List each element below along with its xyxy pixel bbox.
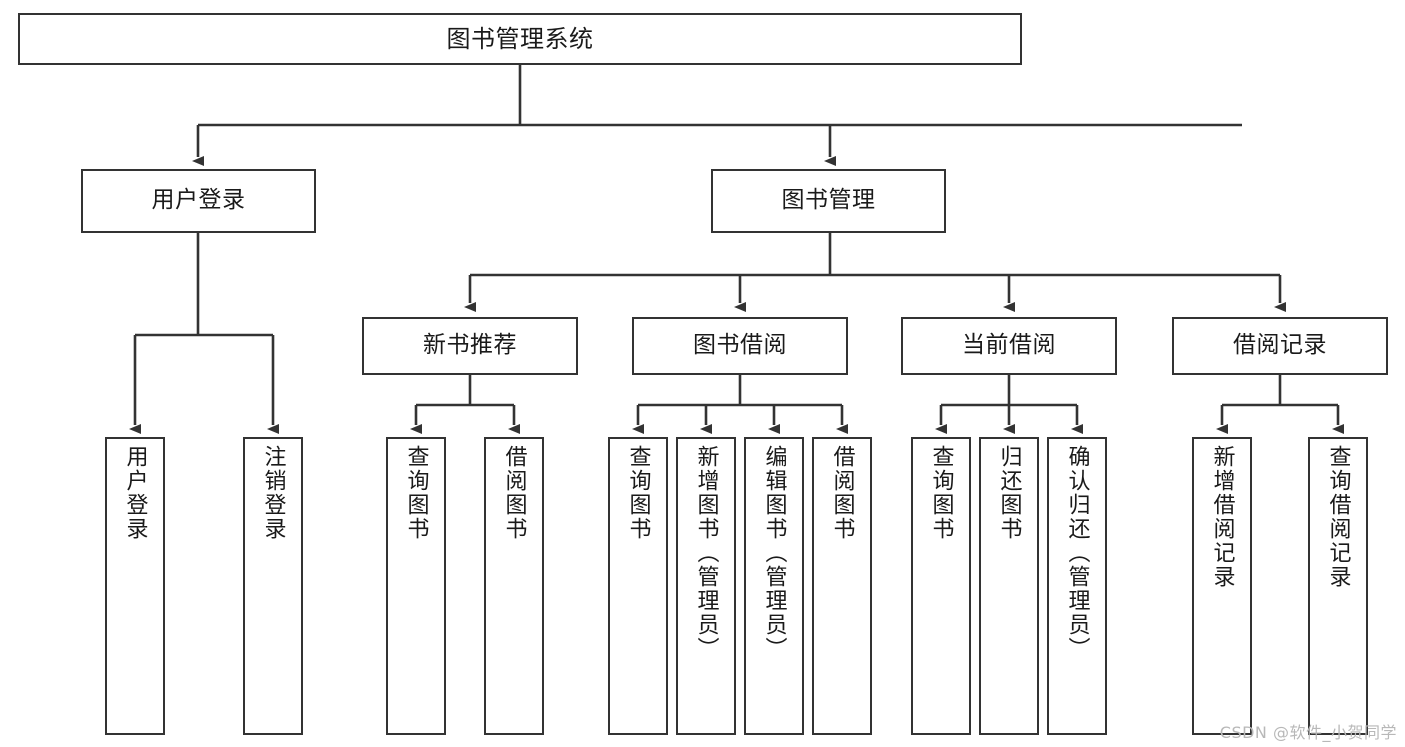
node-leaf-query-borrow-record[interactable]: 查询借阅记录 — [1308, 437, 1368, 735]
node-label: 查询图书 — [928, 445, 954, 541]
node-leaf-edit-book-admin[interactable]: 编辑图书（管理员） — [744, 437, 804, 735]
node-leaf-user-login[interactable]: 用户登录 — [105, 437, 165, 735]
node-label: 查询图书 — [625, 445, 651, 541]
node-label: 查询借阅记录 — [1325, 445, 1351, 589]
node-leaf-add-borrow-record[interactable]: 新增借阅记录 — [1192, 437, 1252, 735]
node-leaf-return-book[interactable]: 归还图书 — [979, 437, 1039, 735]
node-label: 图书管理系统 — [446, 24, 594, 53]
node-label: 确认归还（管理员） — [1064, 445, 1090, 661]
node-book-borrow[interactable]: 图书借阅 — [632, 317, 848, 375]
node-label: 借阅记录 — [1233, 332, 1327, 359]
node-borrow-record[interactable]: 借阅记录 — [1172, 317, 1388, 375]
node-label: 新增借阅记录 — [1209, 445, 1235, 589]
node-root-system[interactable]: 图书管理系统 — [18, 13, 1022, 65]
node-leaf-borrow-book-newbook[interactable]: 借阅图书 — [484, 437, 544, 735]
node-leaf-query-book[interactable]: 查询图书 — [608, 437, 668, 735]
node-new-book-recommend[interactable]: 新书推荐 — [362, 317, 578, 375]
node-leaf-add-book-admin[interactable]: 新增图书（管理员） — [676, 437, 736, 735]
node-book-management[interactable]: 图书管理 — [711, 169, 946, 233]
node-label: 编辑图书（管理员） — [761, 445, 787, 661]
node-label: 用户登录 — [122, 445, 148, 541]
node-user-login[interactable]: 用户登录 — [81, 169, 316, 233]
node-label: 新书推荐 — [423, 332, 517, 359]
node-label: 查询图书 — [403, 445, 429, 541]
node-label: 注销登录 — [260, 445, 286, 541]
node-label: 当前借阅 — [962, 332, 1056, 359]
node-label: 归还图书 — [996, 445, 1022, 541]
node-leaf-query-book-newbook[interactable]: 查询图书 — [386, 437, 446, 735]
node-label: 图书管理 — [781, 187, 876, 214]
node-leaf-borrow-book[interactable]: 借阅图书 — [812, 437, 872, 735]
node-current-borrow[interactable]: 当前借阅 — [901, 317, 1117, 375]
node-label: 图书借阅 — [693, 332, 787, 359]
node-label: 用户登录 — [151, 187, 246, 214]
node-leaf-query-book-current[interactable]: 查询图书 — [911, 437, 971, 735]
node-leaf-confirm-return-admin[interactable]: 确认归还（管理员） — [1047, 437, 1107, 735]
node-leaf-logout[interactable]: 注销登录 — [243, 437, 303, 735]
node-label: 借阅图书 — [501, 445, 527, 541]
node-label: 借阅图书 — [829, 445, 855, 541]
node-label: 新增图书（管理员） — [693, 445, 719, 661]
